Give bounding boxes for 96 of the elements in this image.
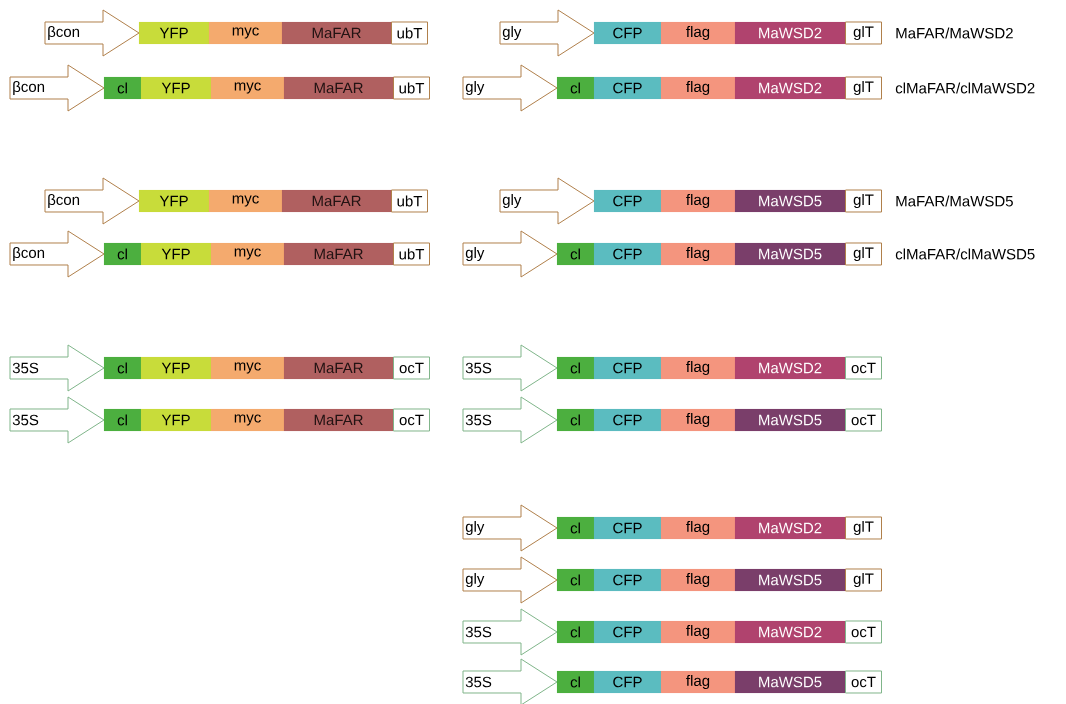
gene-segment: myc <box>210 242 285 266</box>
terminator-box: glT <box>845 76 882 100</box>
promoter-element: gly <box>462 504 558 552</box>
construct-label: MaFAR/MaWSD2 <box>896 27 1013 39</box>
construct-label: clMaFAR/clMaWSD2 <box>895 82 1035 94</box>
gene-segment: myc <box>210 356 285 380</box>
promoter-element: gly <box>462 556 558 604</box>
gene-segment: flag <box>660 76 736 100</box>
gene-segment: flag <box>660 620 736 644</box>
gene-segment: YFP <box>138 21 210 45</box>
gene-segment: CFP <box>593 516 662 540</box>
promoter-element: βcon <box>9 64 105 112</box>
gene-segment: YFP <box>140 356 212 380</box>
gene-segment: myc <box>210 408 285 432</box>
gene-segment: flag <box>660 670 736 694</box>
gene-segment: flag <box>660 21 736 45</box>
gene-segment: MaWSD2 <box>734 356 846 380</box>
gene-segment: MaWSD5 <box>734 568 846 592</box>
promoter-element: 35S <box>462 658 558 704</box>
terminator-box: ubT <box>391 21 428 45</box>
terminator-box: ocT <box>393 356 430 380</box>
gene-segment: MaFAR <box>281 21 392 45</box>
gene-segment: myc <box>208 21 283 45</box>
gene-segment: YFP <box>138 189 210 213</box>
terminator-box: ocT <box>845 408 882 432</box>
gene-segment: CFP <box>593 21 662 45</box>
gene-segment: CFP <box>593 76 662 100</box>
gene-segment: flag <box>660 568 736 592</box>
gene-segment: MaFAR <box>283 408 394 432</box>
promoter-element: 35S <box>9 344 105 392</box>
promoter-element: βcon <box>9 230 105 278</box>
terminator-box: glT <box>845 516 882 540</box>
promoter-element: 35S <box>9 396 105 444</box>
promoter-element: βcon <box>44 177 140 225</box>
terminator-box: glT <box>845 21 882 45</box>
terminator-box: ocT <box>845 670 882 694</box>
gene-segment: cl <box>556 242 595 266</box>
gene-segment: cl <box>556 670 595 694</box>
gene-segment: YFP <box>140 408 212 432</box>
gene-segment: MaWSD2 <box>734 76 846 100</box>
gene-segment: CFP <box>593 242 662 266</box>
gene-segment: cl <box>103 242 142 266</box>
gene-segment: cl <box>103 76 142 100</box>
promoter-element: 35S <box>462 344 558 392</box>
gene-segment: cl <box>103 356 142 380</box>
promoter-element: gly <box>462 64 558 112</box>
gene-segment: YFP <box>140 242 212 266</box>
gene-segment: CFP <box>593 620 662 644</box>
terminator-box: ubT <box>393 242 430 266</box>
gene-segment: flag <box>660 189 736 213</box>
gene-segment: myc <box>210 76 285 100</box>
gene-segment: MaWSD5 <box>734 670 846 694</box>
terminator-box: ocT <box>845 620 882 644</box>
gene-segment: CFP <box>593 408 662 432</box>
promoter-element: gly <box>499 177 595 225</box>
gene-segment: flag <box>660 242 736 266</box>
gene-segment: myc <box>208 189 283 213</box>
gene-segment: flag <box>660 516 736 540</box>
gene-segment: cl <box>556 408 595 432</box>
terminator-box: glT <box>845 568 882 592</box>
gene-segment: MaFAR <box>281 189 392 213</box>
gene-segment: cl <box>556 568 595 592</box>
terminator-box: ocT <box>393 408 430 432</box>
promoter-element: 35S <box>462 396 558 444</box>
terminator-box: ocT <box>845 356 882 380</box>
promoter-element: gly <box>462 230 558 278</box>
construct-label: clMaFAR/clMaWSD5 <box>895 248 1035 260</box>
terminator-box: ubT <box>391 189 428 213</box>
gene-segment: cl <box>103 408 142 432</box>
gene-segment: YFP <box>140 76 212 100</box>
gene-segment: MaFAR <box>283 242 394 266</box>
promoter-element: gly <box>499 9 595 57</box>
gene-segment: CFP <box>593 356 662 380</box>
promoter-element: 35S <box>462 608 558 656</box>
terminator-box: glT <box>845 242 882 266</box>
gene-segment: CFP <box>593 568 662 592</box>
gene-segment: MaWSD2 <box>734 620 846 644</box>
gene-segment: cl <box>556 76 595 100</box>
gene-segment: MaWSD5 <box>734 408 846 432</box>
gene-segment: MaWSD5 <box>734 242 846 266</box>
terminator-box: ubT <box>393 76 430 100</box>
gene-segment: cl <box>556 356 595 380</box>
gene-segment: cl <box>556 516 595 540</box>
gene-segment: flag <box>660 408 736 432</box>
gene-segment: CFP <box>593 670 662 694</box>
gene-segment: MaFAR <box>283 76 394 100</box>
gene-segment: flag <box>660 356 736 380</box>
gene-segment: MaWSD2 <box>734 516 846 540</box>
gene-segment: MaWSD2 <box>734 21 846 45</box>
promoter-element: βcon <box>44 9 140 57</box>
gene-segment: MaWSD5 <box>734 189 846 213</box>
gene-segment: cl <box>556 620 595 644</box>
gene-segment: CFP <box>593 189 662 213</box>
gene-segment: MaFAR <box>283 356 394 380</box>
construct-label: MaFAR/MaWSD5 <box>896 195 1013 207</box>
terminator-box: glT <box>845 189 882 213</box>
